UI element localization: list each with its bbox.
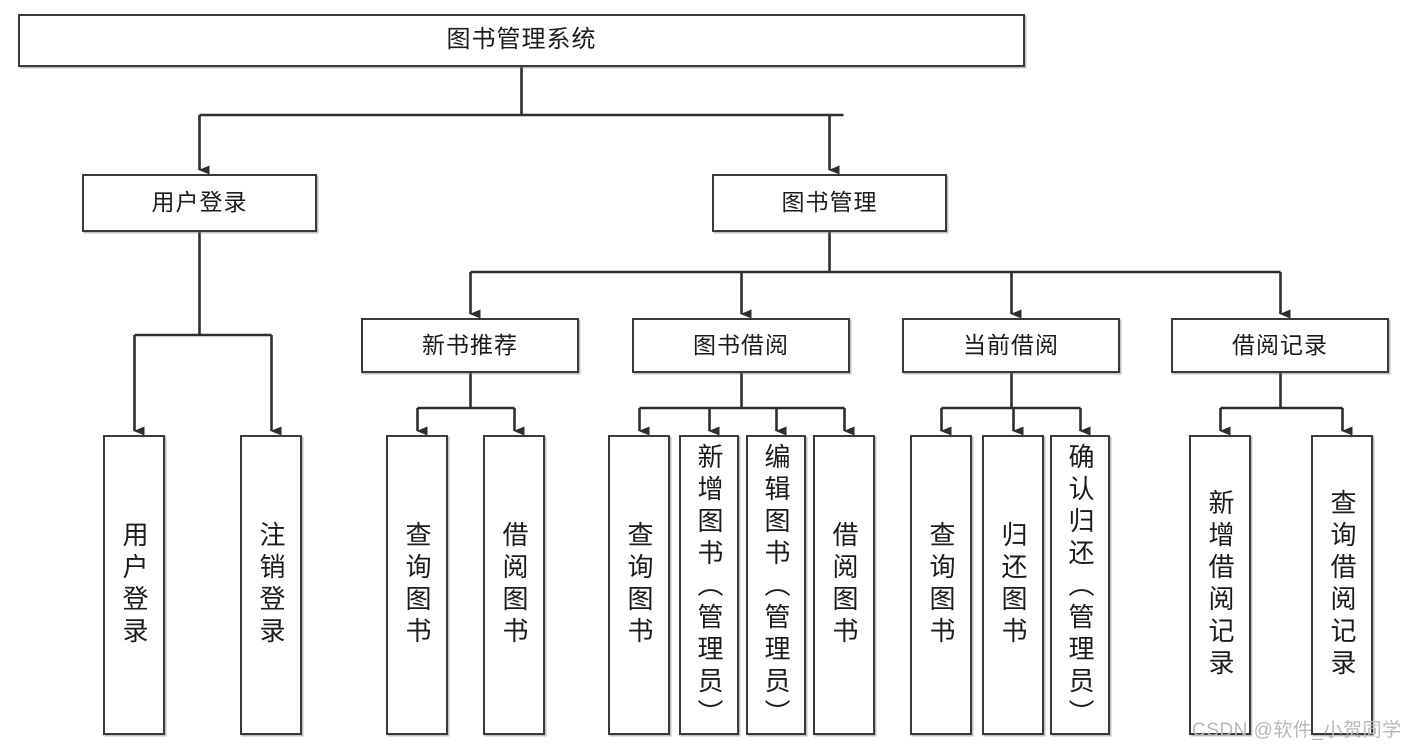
leaf-query-book-recommend[interactable]: 查询图书	[386, 435, 448, 735]
leaf-inner: 借阅图书	[485, 437, 543, 733]
leaf-borrow-book[interactable]: 借阅图书	[813, 435, 875, 735]
node-user-login-label: 用户登录	[151, 189, 248, 216]
leaf-edit-book-admin-label: 编辑图书（管理员）	[761, 443, 791, 731]
leaf-add-borrow-record-label: 新增借阅记录	[1205, 489, 1235, 681]
leaf-return-book-label: 归还图书	[998, 521, 1028, 649]
leaf-inner: 查询借阅记录	[1313, 437, 1371, 733]
leaf-query-book-current[interactable]: 查询图书	[910, 435, 972, 735]
leaf-inner: 编辑图书（管理员）	[748, 437, 804, 739]
leaf-inner: 新增图书（管理员）	[681, 437, 737, 739]
node-current-borrow[interactable]: 当前借阅	[902, 318, 1120, 373]
leaf-add-book-admin[interactable]: 新增图书（管理员）	[679, 435, 739, 735]
node-new-book-recommend-label: 新书推荐	[422, 331, 518, 358]
leaf-inner: 归还图书	[984, 437, 1042, 733]
node-root-label: 图书管理系统	[446, 26, 597, 54]
leaf-add-book-admin-label: 新增图书（管理员）	[694, 443, 724, 731]
node-borrow-record[interactable]: 借阅记录	[1171, 318, 1389, 373]
node-book-borrow-label: 图书借阅	[693, 331, 789, 358]
leaf-inner: 确认归还（管理员）	[1052, 437, 1108, 739]
leaf-inner: 注销登录	[242, 437, 300, 733]
node-root[interactable]: 图书管理系统	[18, 14, 1025, 67]
leaf-query-borrow-record[interactable]: 查询借阅记录	[1311, 435, 1373, 735]
leaf-query-book-recommend-label: 查询图书	[402, 521, 432, 649]
leaf-query-book-borrow[interactable]: 查询图书	[608, 435, 670, 735]
leaf-borrow-book-recommend-label: 借阅图书	[499, 521, 529, 649]
leaf-user-login-label: 用户登录	[119, 521, 149, 649]
node-borrow-record-label: 借阅记录	[1232, 331, 1328, 358]
node-book-borrow[interactable]: 图书借阅	[632, 318, 850, 373]
node-new-book-recommend[interactable]: 新书推荐	[361, 318, 579, 373]
leaf-inner: 查询图书	[610, 437, 668, 733]
leaf-edit-book-admin[interactable]: 编辑图书（管理员）	[746, 435, 806, 735]
leaf-inner: 新增借阅记录	[1191, 437, 1249, 733]
leaf-return-book[interactable]: 归还图书	[982, 435, 1044, 735]
node-book-management-label: 图书管理	[781, 189, 878, 216]
node-current-borrow-label: 当前借阅	[963, 331, 1059, 358]
leaf-confirm-return-admin[interactable]: 确认归还（管理员）	[1050, 435, 1110, 735]
watermark-text: CSDN @软件_小贺同学	[1192, 720, 1402, 741]
node-user-login[interactable]: 用户登录	[82, 174, 317, 232]
leaf-logout[interactable]: 注销登录	[240, 435, 302, 735]
node-book-management[interactable]: 图书管理	[712, 174, 947, 232]
leaf-query-book-current-label: 查询图书	[926, 521, 956, 649]
leaf-confirm-return-admin-label: 确认归还（管理员）	[1065, 443, 1095, 731]
leaf-inner: 用户登录	[105, 437, 163, 733]
leaf-add-borrow-record[interactable]: 新增借阅记录	[1189, 435, 1251, 735]
leaf-user-login[interactable]: 用户登录	[103, 435, 165, 735]
leaf-inner: 借阅图书	[815, 437, 873, 733]
leaf-inner: 查询图书	[388, 437, 446, 733]
leaf-inner: 查询图书	[912, 437, 970, 733]
leaf-borrow-book-recommend[interactable]: 借阅图书	[483, 435, 545, 735]
leaf-query-borrow-record-label: 查询借阅记录	[1327, 489, 1357, 681]
leaf-query-book-borrow-label: 查询图书	[624, 521, 654, 649]
leaf-logout-label: 注销登录	[256, 521, 286, 649]
leaf-borrow-book-label: 借阅图书	[829, 521, 859, 649]
